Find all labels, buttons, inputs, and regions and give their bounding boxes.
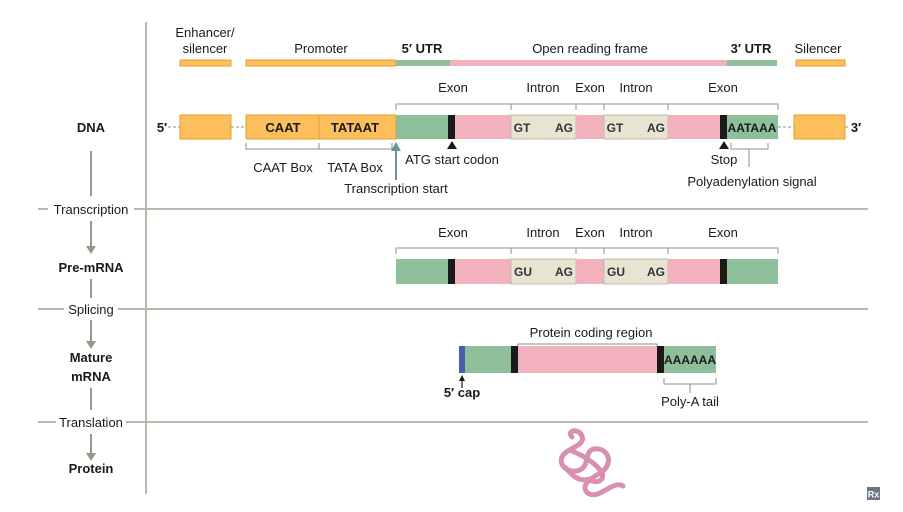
pre-mrna-intron2-gu: GU (607, 265, 625, 279)
dna-bottom-brackets (245, 143, 769, 167)
row-label-mature-1: Mature (70, 350, 113, 365)
step-label-splicing: Splicing (68, 302, 114, 317)
protein-coding-region-label: Protein coding region (530, 325, 653, 340)
rx-logo-text: Rx (868, 490, 880, 500)
dna-intron1-gt: GT (514, 121, 531, 135)
polyadenylation-label: Polyadenylation signal (687, 174, 816, 189)
pre-mrna-top-brackets (395, 247, 779, 254)
dna-aataaa-label: AATAAA (728, 121, 777, 135)
row-label-dna: DNA (77, 120, 106, 135)
dna-end-5: 5′ (157, 120, 167, 135)
dna-stop-codon (720, 115, 727, 139)
pre-mrna-stop-codon (720, 259, 727, 284)
dna-intron2-ag: AG (647, 121, 665, 135)
pre-mrna-exon-label-1: Exon (438, 225, 468, 240)
dna-enhancer-block (179, 114, 232, 140)
step-label-translation: Translation (59, 415, 123, 430)
region-bar-silencer (795, 59, 846, 67)
dna-intron-label-1: Intron (526, 80, 559, 95)
step-label-transcription: Transcription (54, 202, 129, 217)
pre-mrna-exon-label-3: Exon (708, 225, 738, 240)
region-bar-utr3 (727, 60, 777, 66)
polya-tail-bracket (663, 378, 717, 385)
region-bar-promoter (245, 59, 397, 67)
dna-tata-label: TATAAT (331, 120, 379, 135)
pre-mrna-exon2-block (576, 259, 604, 284)
region-label-orf: Open reading frame (532, 41, 648, 56)
region-bar-utr5 (396, 60, 450, 66)
mature-utr3-block (664, 346, 716, 373)
dna-intron1-ag: AG (555, 121, 573, 135)
row-label-pre-mrna: Pre-mRNA (58, 260, 124, 275)
polya-tail-label: Poly-A tail (661, 394, 719, 409)
stop-label: Stop (711, 152, 738, 167)
pre-mrna-intron1-ag: AG (555, 265, 573, 279)
dna-intron-label-2: Intron (619, 80, 652, 95)
transcription-start-arrow (391, 142, 401, 180)
region-label-utr5: 5′ UTR (402, 41, 443, 56)
start-codon-marker (447, 141, 457, 149)
dna-start-codon (448, 115, 455, 139)
region-label-silencer: Silencer (795, 41, 843, 56)
transcription-start-label: Transcription start (344, 181, 448, 196)
pre-mrna-intron-label-2: Intron (619, 225, 652, 240)
cap-label: 5′ cap (444, 385, 480, 400)
pre-mrna-exon-label-2: Exon (575, 225, 605, 240)
pre-mrna-intron2-block (603, 258, 669, 285)
dna-exon-label-2: Exon (575, 80, 605, 95)
pre-mrna-intron1-block (510, 258, 577, 285)
row-label-mature-2: mRNA (71, 369, 111, 384)
dna-utr3-block (727, 115, 778, 139)
dna-tata-block (318, 114, 397, 140)
mature-coding-block (518, 346, 657, 373)
stop-codon-marker (719, 141, 729, 149)
flow-arrows (86, 151, 96, 461)
mature-utr5-block (465, 346, 511, 373)
mature-stop-codon (657, 346, 664, 373)
cap-arrow (459, 375, 465, 388)
dna-caat-box-label: CAAT Box (253, 160, 313, 175)
region-label-utr3: 3′ UTR (731, 41, 772, 56)
pre-mrna-utr5-block (396, 259, 448, 284)
mature-start-codon (511, 346, 518, 373)
dna-utr5-block (396, 115, 448, 139)
row-label-protein: Protein (69, 461, 114, 476)
region-bar-orf (450, 60, 727, 66)
pre-mrna-utr3-block (727, 259, 778, 284)
atg-start-codon-label: ATG start codon (405, 152, 499, 167)
dna-exon3-block (668, 115, 720, 139)
pre-mrna-intron1-gu: GU (514, 265, 532, 279)
dna-exon-label-1: Exon (438, 80, 468, 95)
dna-exon1-block (455, 115, 511, 139)
dna-tata-box-label: TATA Box (327, 160, 383, 175)
region-label-enhancer-2: silencer (183, 41, 228, 56)
region-label-promoter: Promoter (294, 41, 348, 56)
rx-logo: Rx (867, 487, 880, 500)
mature-polya-sequence: AAAAAA (664, 353, 716, 367)
dna-caat-label: CAAT (265, 120, 300, 135)
step-bg-splicing (64, 300, 118, 318)
region-bar-enhancer (179, 59, 232, 67)
mature-cap (459, 346, 465, 373)
pre-mrna-intron2-ag: AG (647, 265, 665, 279)
step-bg-transcription (48, 200, 134, 218)
pre-mrna-start-codon (448, 259, 455, 284)
pre-mrna-intron-label-1: Intron (526, 225, 559, 240)
dna-end-3: 3′ (851, 120, 861, 135)
dna-top-brackets (395, 103, 779, 110)
region-label-enhancer-1: Enhancer/ (175, 25, 235, 40)
dna-silencer-block (793, 114, 846, 140)
pre-mrna-exon1-block (455, 259, 511, 284)
protein-coil-icon (558, 428, 626, 498)
dna-exon-label-3: Exon (708, 80, 738, 95)
step-bg-translation (56, 413, 126, 431)
dna-intron2-gt: GT (607, 121, 624, 135)
pre-mrna-exon3-block (668, 259, 720, 284)
dna-exon2-block (576, 115, 604, 139)
